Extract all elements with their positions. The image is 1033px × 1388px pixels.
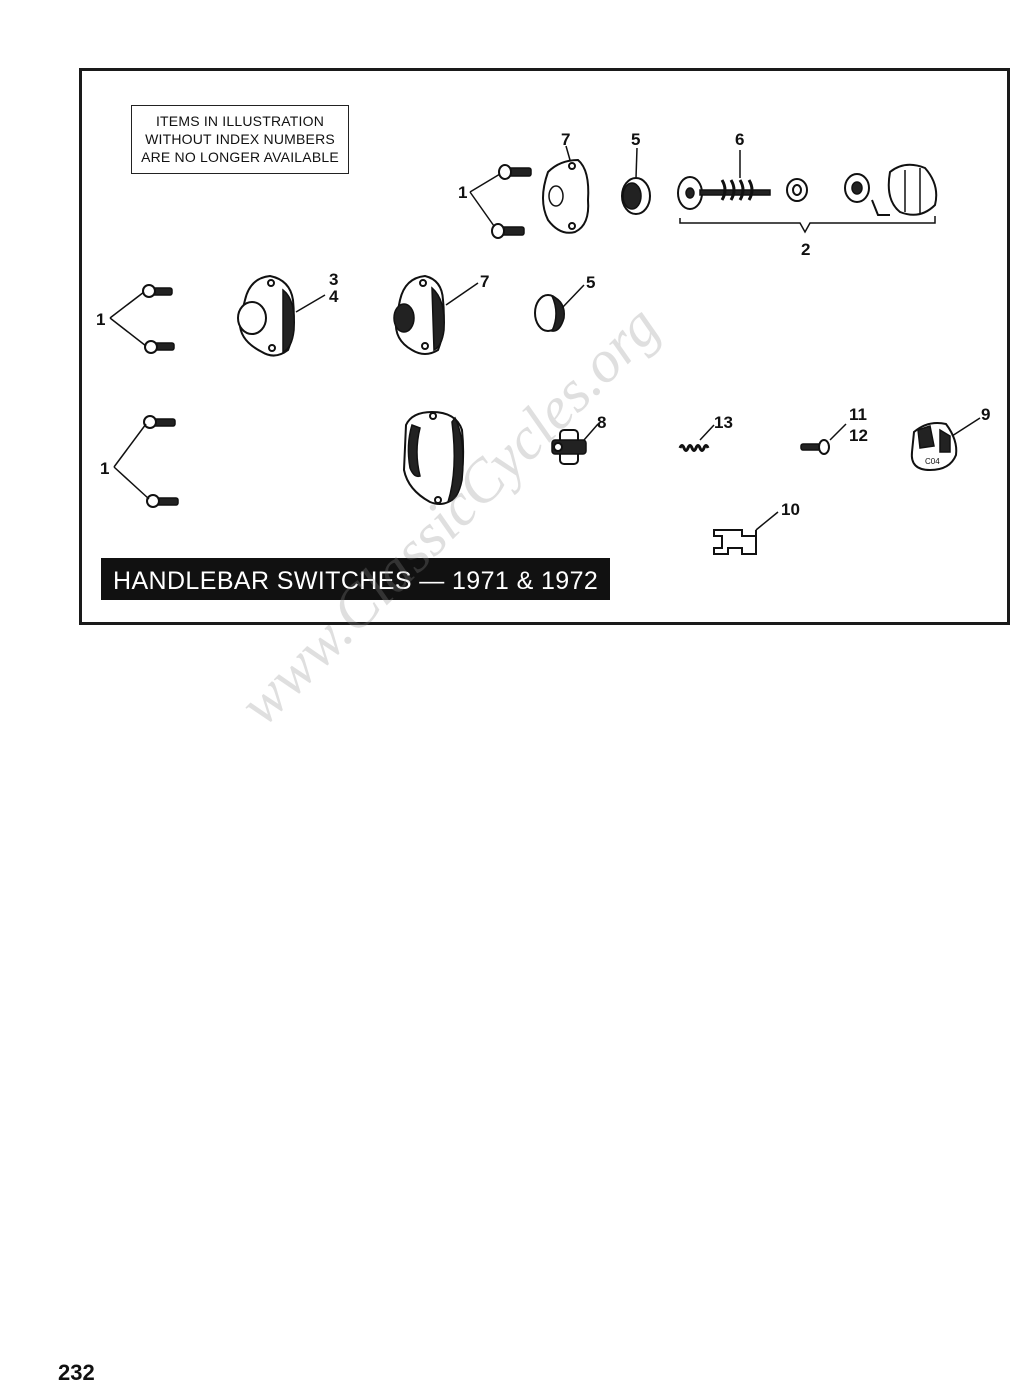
- index-label: 10: [781, 500, 800, 519]
- index-label: 1: [96, 310, 105, 329]
- screw-part: [143, 415, 179, 508]
- index-label: 1: [458, 183, 467, 202]
- index-label: 1: [100, 459, 109, 478]
- availability-note: ITEMS IN ILLUSTRATION WITHOUT INDEX NUMB…: [131, 105, 349, 174]
- index-label: 13: [714, 413, 733, 432]
- index-label: 8: [597, 413, 606, 432]
- button-cap-part: [621, 177, 651, 215]
- index-label: 12: [849, 426, 868, 445]
- index-label: 4: [329, 287, 339, 306]
- insulator-part: [713, 529, 757, 555]
- index-label: 7: [561, 130, 570, 149]
- index-label: 9: [981, 405, 990, 424]
- index-label: 5: [631, 130, 640, 149]
- diagram-frame: [79, 68, 1010, 625]
- screw-part: [491, 164, 532, 239]
- switch-housing-part: [237, 274, 296, 357]
- note-line: ITEMS IN ILLUSTRATION: [155, 113, 325, 129]
- switch-cover-part: [402, 410, 465, 505]
- switch-housing-part: [542, 158, 590, 234]
- note-line: ARE NO LONGER AVAILABLE: [141, 149, 339, 165]
- screw-part: [142, 284, 175, 354]
- switch-assembly-part: [677, 163, 938, 216]
- svg-text:C04: C04: [925, 457, 940, 466]
- index-label: 7: [480, 272, 489, 291]
- button-cap-part: [534, 294, 565, 332]
- index-label: 2: [801, 240, 810, 259]
- small-screw-part: [800, 439, 830, 455]
- switch-housing-part: [393, 274, 445, 355]
- switch-actuator-part: [551, 429, 587, 465]
- index-label: 3: [329, 270, 338, 289]
- index-label: 6: [735, 130, 744, 149]
- index-label: 5: [586, 273, 595, 292]
- note-line: WITHOUT INDEX NUMBERS: [145, 131, 335, 147]
- index-label: 11: [849, 405, 867, 424]
- page-number: 232: [58, 1360, 95, 1385]
- switch-body-part: C04: [910, 422, 958, 472]
- spring-part: [678, 444, 710, 452]
- diagram-title: HANDLEBAR SWITCHES — 1971 & 1972: [101, 558, 611, 600]
